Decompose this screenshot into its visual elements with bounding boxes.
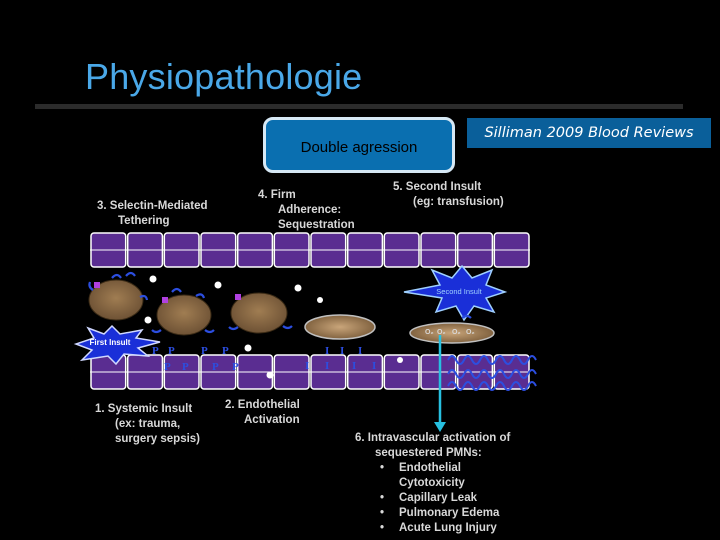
first-insult-burst	[73, 324, 161, 366]
i-marker-1: I	[325, 345, 329, 357]
p-marker-7: P	[212, 361, 219, 373]
p-marker-4: P	[222, 345, 229, 357]
upper-endothelium	[90, 232, 530, 268]
outcome-4: Acute Lung Injury	[399, 522, 497, 534]
outcome-2: Capillary Leak	[399, 492, 478, 504]
slide-title: Physiopathologie	[85, 56, 363, 97]
damaged-endothelium	[447, 355, 537, 391]
lower-endothelium	[90, 354, 530, 390]
o2-4: O₂	[466, 329, 475, 336]
step5-line1: 5. Second Insult	[393, 181, 481, 193]
oxygen-radicals: O₂ O₂ O₂ O₂	[425, 329, 475, 336]
p-marker-1: P	[152, 345, 159, 357]
outcome-3: Pulmonary Edema	[399, 507, 500, 519]
step4-line2: Adherence:	[278, 204, 341, 216]
leukocyte-2	[156, 294, 212, 336]
outcome-bullet-1: •	[380, 462, 384, 474]
o2-1: O₂	[425, 329, 434, 336]
purple-ligands	[94, 282, 241, 303]
step5-line2: (eg: transfusion)	[413, 196, 504, 208]
p-marker-6: P	[182, 361, 189, 373]
outcome-1: Endothelial	[399, 462, 461, 474]
step1-line3: surgery sepsis)	[115, 433, 200, 445]
p-marker-5: P	[164, 361, 171, 373]
activation-arrowhead	[434, 422, 446, 432]
p-marker-8: P	[232, 361, 239, 373]
outcome-bullet-2: •	[380, 492, 384, 504]
p-marker-2: P	[168, 345, 175, 357]
adherent-leukocyte-2	[409, 322, 495, 344]
step3-line2: Tethering	[118, 215, 170, 227]
title-divider	[35, 104, 683, 109]
leukocyte-3	[230, 292, 288, 334]
i-marker-2: I	[340, 345, 344, 357]
o2-3: O₂	[452, 329, 461, 336]
second-insult-burst	[403, 264, 508, 322]
o2-2: O₂	[437, 329, 446, 336]
step4-line1: 4. Firm	[258, 189, 296, 201]
step3-line1: 3. Selectin-Mediated	[97, 200, 208, 212]
i-marker-4: I	[305, 360, 309, 372]
step6-line2: sequestered PMNs:	[375, 447, 482, 459]
step4-line3: Sequestration	[278, 219, 355, 231]
outcome-1-cont: Cytotoxicity	[399, 477, 465, 489]
i-marker-7: I	[372, 360, 376, 372]
i-marker-6: I	[352, 360, 356, 372]
i-marker-5: I	[325, 360, 329, 372]
cytokine-stars	[144, 275, 403, 379]
step6-line1: 6. Intravascular activation of	[355, 432, 510, 444]
double-aggression-callout: Double agression	[263, 117, 455, 173]
p-selectin-markers: P P P P P P P P	[152, 345, 239, 373]
citation-badge: Silliman 2009 Blood Reviews	[467, 118, 711, 148]
step2-line1: 2. Endothelial	[225, 399, 300, 411]
i-marker-3: I	[358, 345, 362, 357]
selectin-hooks	[88, 271, 472, 334]
second-insult-label: Second Insult	[436, 287, 482, 296]
first-insult-label: First Insult	[90, 338, 131, 347]
outcome-bullet-4: •	[380, 522, 384, 534]
outcome-bullet-3: •	[380, 507, 384, 519]
step1-line2: (ex: trauma,	[115, 418, 180, 430]
p-marker-3: P	[201, 345, 208, 357]
integrin-markers: I I I I I I I	[305, 345, 376, 372]
leukocyte-1	[88, 279, 144, 321]
step2-line2: Activation	[244, 414, 300, 426]
adherent-leukocyte-1	[304, 314, 376, 340]
step1-line1: 1. Systemic Insult	[95, 403, 192, 415]
outcome-list: • Endothelial Cytotoxicity • Capillary L…	[380, 462, 500, 534]
